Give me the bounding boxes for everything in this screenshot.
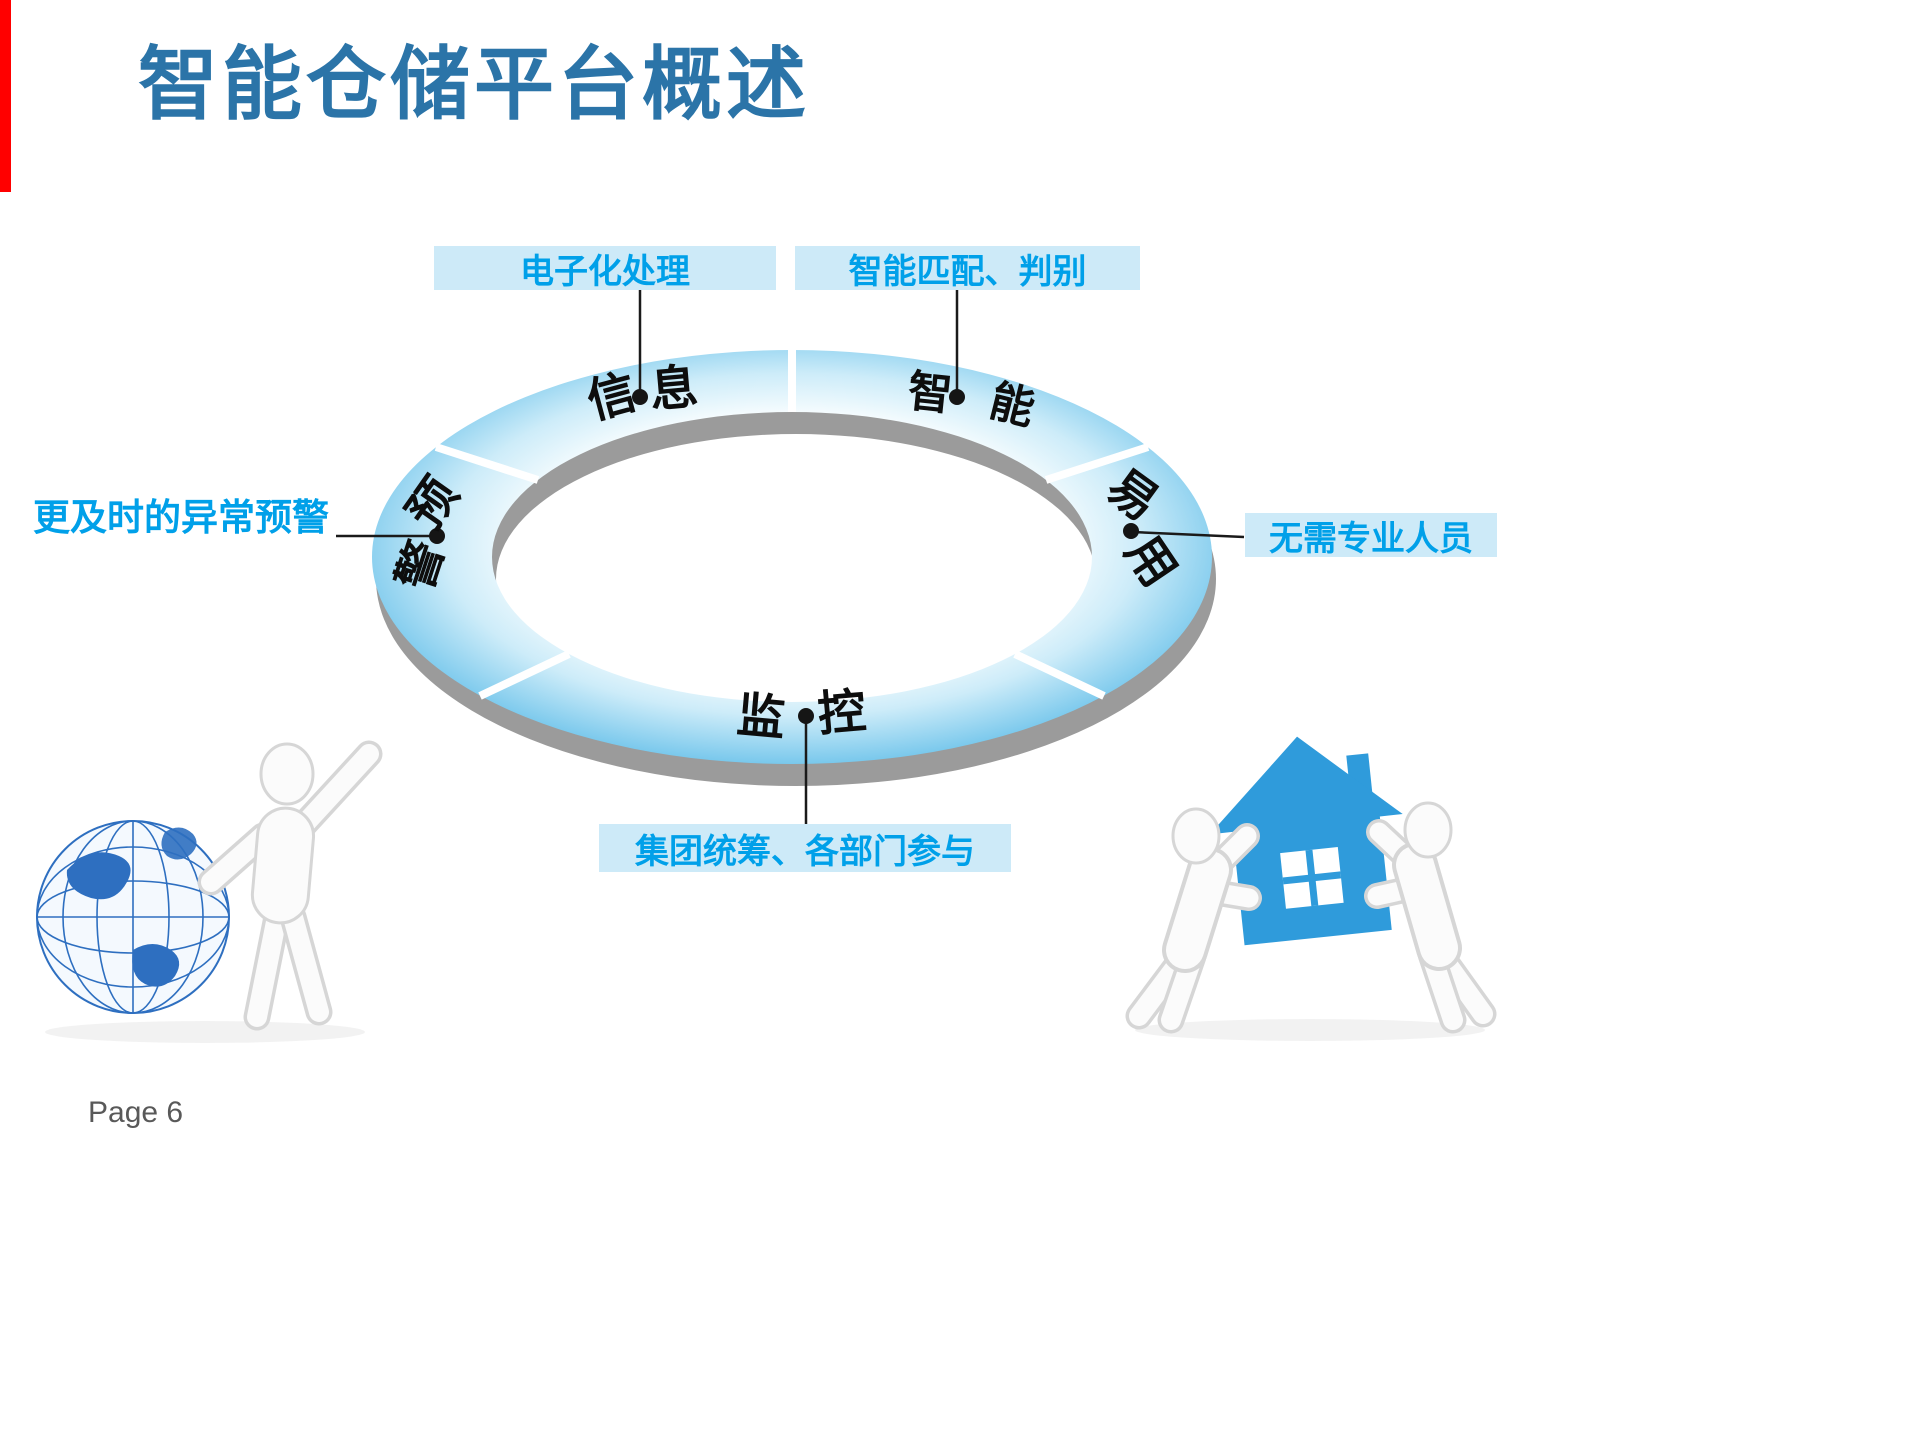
ground-shadow <box>1135 1019 1485 1041</box>
callout-no-professionals-needed: 无需专业人员 <box>1245 513 1497 558</box>
callout-connectors <box>336 290 1245 824</box>
accent-bar <box>0 0 11 192</box>
carrier-figure-right <box>1364 801 1497 1034</box>
callout-intelligent-matching: 智能匹配、判别 <box>795 246 1140 291</box>
globe-icon <box>36 820 230 1014</box>
person-figure <box>197 740 383 1031</box>
callout-electronic-processing: 电子化处理 <box>434 246 776 291</box>
ring-char-monitoring-1: 监 <box>734 689 788 746</box>
callout-group-coordination: 集团统筹、各部门参与 <box>599 824 1011 872</box>
page-title: 智能仓储平台概述 <box>138 40 810 129</box>
carrier-figure-left <box>1125 807 1262 1034</box>
figures-carrying-house-illustration <box>1125 736 1497 1041</box>
segment-dividers <box>434 350 1150 700</box>
ring-char-information-2: 息 <box>647 361 701 418</box>
callout-timely-warning: 更及时的异常预警 <box>33 497 329 538</box>
connector-dots <box>429 389 1139 724</box>
figure-with-globe-illustration <box>36 740 383 1043</box>
ring-char-monitoring-2: 控 <box>815 685 869 742</box>
ground-shadow <box>45 1021 365 1043</box>
ring-char-intelligence-1: 智 <box>905 366 955 421</box>
page-number: Page 6 <box>88 1096 184 1129</box>
